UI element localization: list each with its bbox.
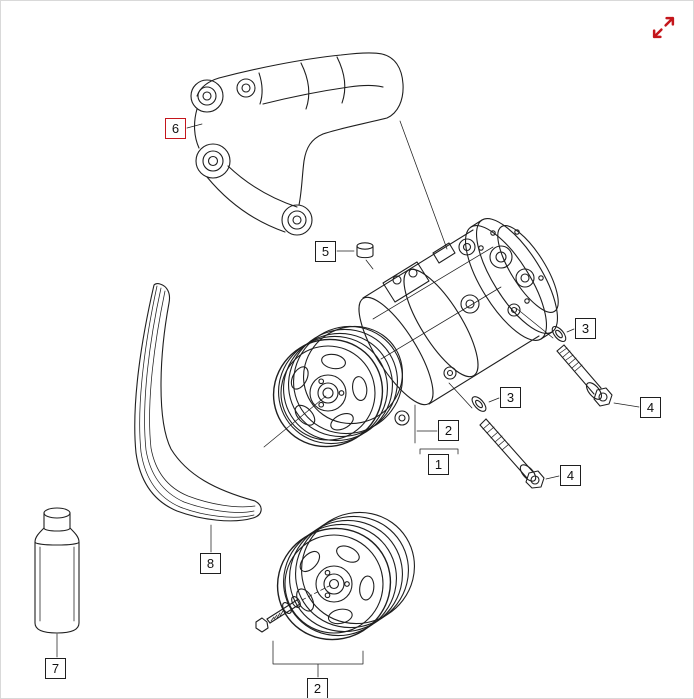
leader-lines xyxy=(56,123,640,678)
callout-2-middle-label: 2 xyxy=(444,423,453,438)
callout-7[interactable]: 7 xyxy=(45,658,66,679)
callout-1[interactable]: 1 xyxy=(428,454,449,475)
callout-1-label: 1 xyxy=(434,457,443,472)
ribbed-belt-part xyxy=(134,283,262,522)
callout-6-label: 6 xyxy=(171,121,180,136)
bolt-long-a xyxy=(556,344,613,407)
compressor-part xyxy=(303,218,559,426)
pulley-bolt-part xyxy=(255,584,332,633)
callout-2-middle[interactable]: 2 xyxy=(438,420,459,441)
callout-4-upper-label: 4 xyxy=(646,400,655,415)
callout-7-label: 7 xyxy=(51,661,60,676)
callout-5-label: 5 xyxy=(321,244,330,259)
callout-3-upper-label: 3 xyxy=(581,321,590,336)
callout-8-label: 8 xyxy=(206,556,215,571)
bolt-long-b xyxy=(479,418,545,489)
callout-5[interactable]: 5 xyxy=(315,241,336,262)
callout-2-bottom-label: 2 xyxy=(313,681,322,696)
oil-cartridge-part xyxy=(34,507,80,634)
callout-3-lower[interactable]: 3 xyxy=(500,387,521,408)
callout-4-lower[interactable]: 4 xyxy=(560,465,581,486)
drive-pulley-part xyxy=(263,325,403,448)
callout-8[interactable]: 8 xyxy=(200,553,221,574)
bracket-part xyxy=(190,52,448,250)
seal-washer-a xyxy=(515,307,567,343)
callout-2-bottom[interactable]: 2 xyxy=(307,678,328,698)
vibration-damper-pulley-part xyxy=(276,511,415,641)
callout-4-upper[interactable]: 4 xyxy=(640,397,661,418)
callout-3-upper[interactable]: 3 xyxy=(575,318,596,339)
callout-3-lower-label: 3 xyxy=(506,390,515,405)
expand-arrows-glyph xyxy=(652,16,675,39)
callout-4-lower-label: 4 xyxy=(566,468,575,483)
mount-buffer-part xyxy=(356,242,374,270)
expand-icon[interactable] xyxy=(651,15,676,40)
seal-washer-b xyxy=(448,382,487,412)
callout-6[interactable]: 6 xyxy=(165,118,186,139)
